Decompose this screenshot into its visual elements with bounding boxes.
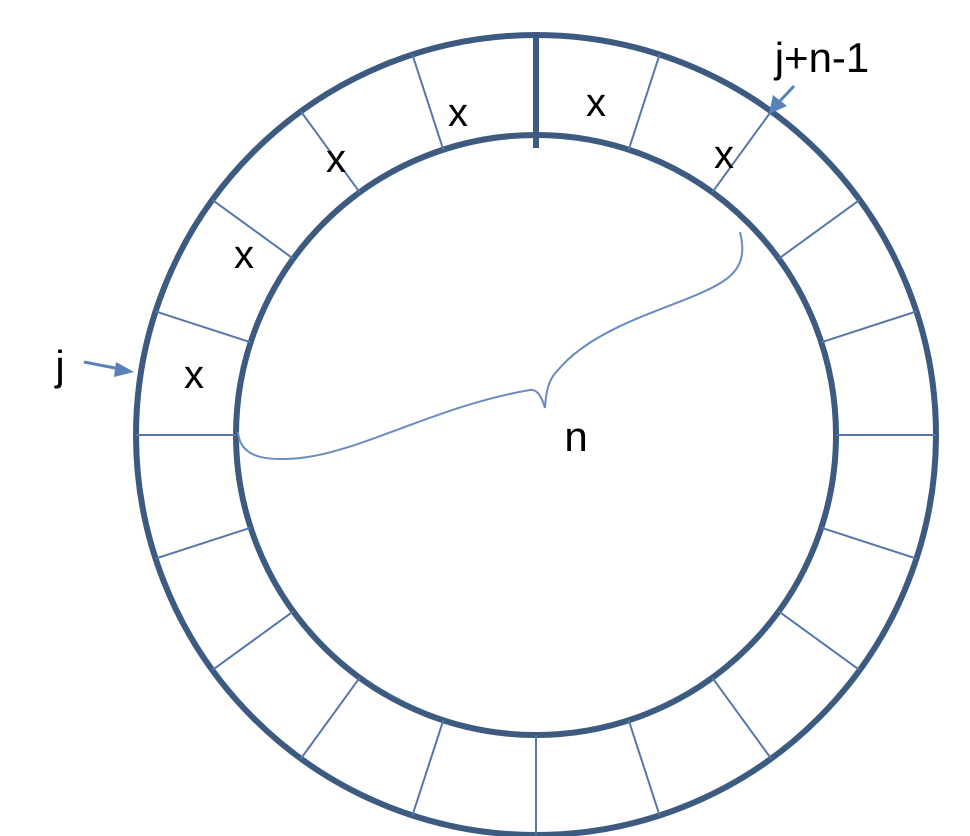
segment-divider — [211, 610, 294, 671]
start-pointer-arrowhead — [114, 362, 134, 377]
inner-ring — [233, 132, 839, 738]
segment-divider — [820, 310, 917, 344]
cell-label-x: x — [184, 353, 204, 397]
segment-divider — [778, 610, 861, 671]
length-brace — [237, 231, 744, 461]
start-index-label: j — [53, 342, 64, 389]
segment-divider — [411, 719, 445, 816]
cell-label-x: x — [326, 137, 346, 181]
segment-divider — [211, 199, 294, 260]
segment-divider — [778, 199, 861, 260]
segment-divider — [155, 310, 252, 344]
end-pointer-arrowhead — [769, 95, 787, 114]
start-pointer-arrow-shaft — [83, 360, 121, 371]
segment-divider — [300, 677, 361, 760]
end-pointer-arrow-shaft — [777, 84, 796, 104]
segment-divider — [411, 54, 445, 151]
segment-divider — [300, 110, 361, 193]
segment-divider — [627, 719, 661, 816]
segment-divider — [627, 54, 661, 151]
segment-divider — [711, 677, 772, 760]
cell-label-x: x — [234, 233, 254, 277]
outer-ring — [133, 32, 939, 836]
segment-divider — [155, 526, 252, 560]
cell-label-x: x — [448, 91, 468, 135]
cell-label-x: x — [586, 81, 606, 125]
segment-divider — [711, 110, 772, 193]
segment-dividers — [136, 54, 936, 835]
end-index-label: j+n-1 — [773, 34, 870, 81]
cell-label-x: x — [714, 133, 734, 177]
length-label: n — [564, 413, 587, 460]
segment-divider — [820, 526, 917, 560]
